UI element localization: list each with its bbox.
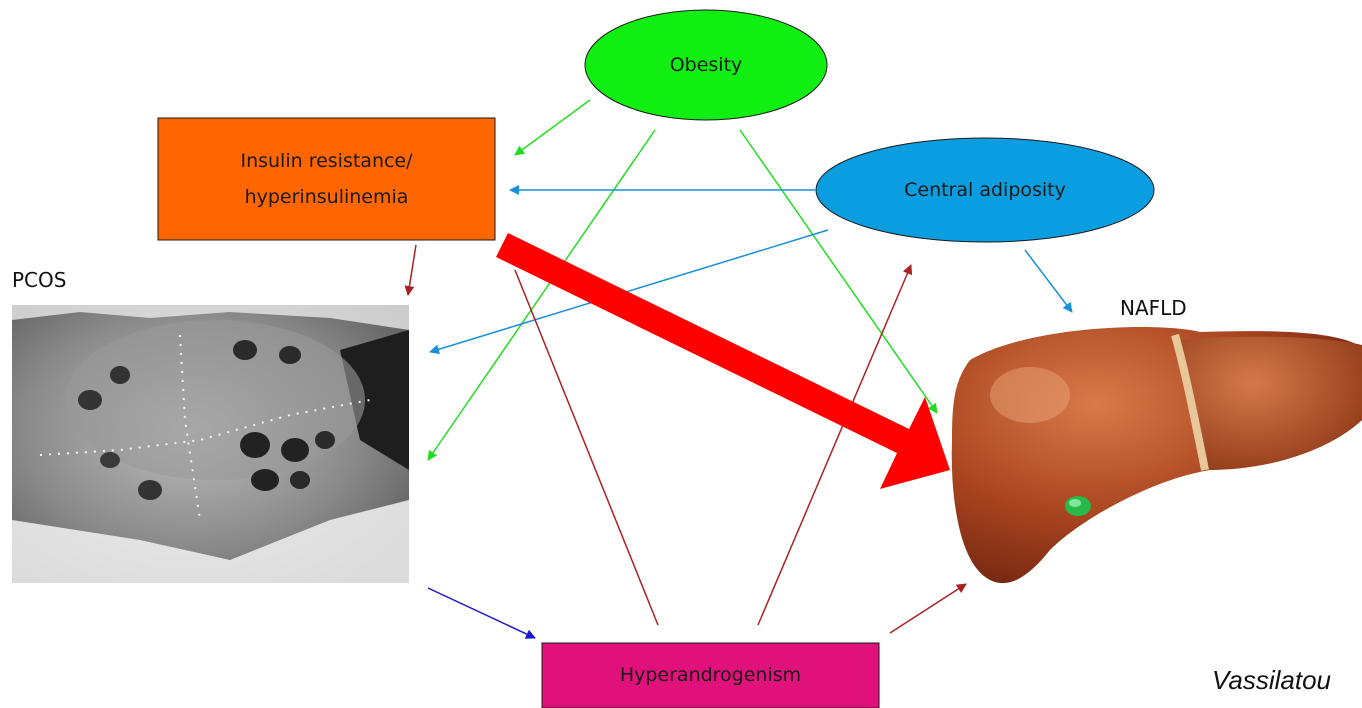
- nafld-label: NAFLD: [1120, 296, 1187, 320]
- citation-text: Vassilatou: [1212, 665, 1331, 696]
- insulin-resistance-line2: hyperinsulinemia: [245, 179, 409, 215]
- central-adiposity-label: Central adiposity: [816, 170, 1154, 210]
- hyperandrogenism-label: Hyperandrogenism: [542, 655, 879, 695]
- insulin-resistance-label: Insulin resistance/ hyperinsulinemia: [158, 118, 495, 240]
- big-red-arrow: [496, 233, 950, 489]
- arrow-pcos-to-hyperandrogenism: [428, 588, 535, 638]
- pcos-label: PCOS: [12, 268, 66, 292]
- arrow-hyperandrogenism-to-nafld: [890, 584, 966, 633]
- liver-illustration: [952, 327, 1362, 583]
- arrow-central-to-nafld: [1025, 250, 1072, 312]
- ovary-ultrasound-image: [12, 305, 409, 583]
- insulin-resistance-line1: Insulin resistance/: [240, 143, 412, 179]
- arrow-central-to-pcos: [430, 230, 828, 352]
- arrow-insulin-to-pcos: [408, 245, 416, 295]
- obesity-label: Obesity: [585, 45, 827, 85]
- arrow-obesity-to-insulin: [515, 100, 590, 155]
